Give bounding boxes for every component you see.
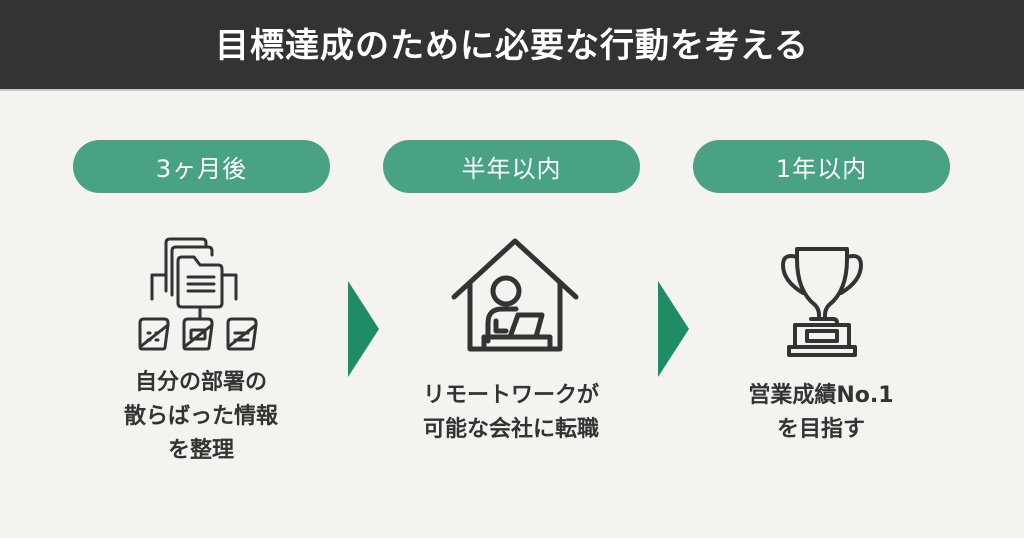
- caption-line: を目指す: [776, 417, 865, 442]
- caption-line: を整理: [167, 438, 234, 463]
- step-3-caption: 営業成績No.1 を目指す: [671, 379, 971, 447]
- header-divider: [0, 89, 1024, 91]
- caption-line: 営業成績No.1: [748, 383, 894, 408]
- step-2-caption: リモートワークが 可能な会社に転職: [361, 379, 661, 447]
- trophy-icon: [779, 245, 865, 359]
- home-remote-work-icon: [450, 237, 580, 353]
- arrow-right-icon: [658, 281, 689, 377]
- arrow-right-icon: [348, 281, 379, 377]
- caption-line: 散らばった情報: [123, 404, 278, 429]
- timeframe-pill-1-year: 1年以内: [693, 140, 950, 193]
- timeframe-pill-half-year: 半年以内: [383, 140, 640, 193]
- page-title: 目標達成のために必要な行動を考える: [215, 26, 809, 66]
- caption-line: 可能な会社に転職: [422, 417, 599, 442]
- folder-hierarchy-icon: [136, 233, 270, 353]
- caption-line: 自分の部署の: [134, 370, 267, 395]
- timeframe-pill-3-months: 3ヶ月後: [73, 140, 330, 193]
- header-bar: 目標達成のために必要な行動を考える: [0, 0, 1024, 89]
- step-1-caption: 自分の部署の 散らばった情報 を整理: [51, 366, 351, 468]
- caption-line: リモートワークが: [422, 383, 599, 408]
